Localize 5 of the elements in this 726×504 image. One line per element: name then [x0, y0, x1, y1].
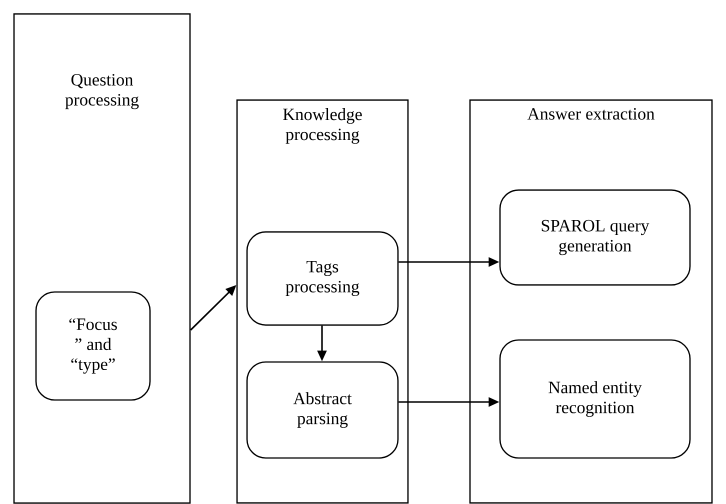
process-box: “Focus ” and “type” [35, 291, 151, 401]
process-box: Tags processing [246, 231, 399, 326]
process-box: Named entity recognition [499, 339, 691, 459]
process-box: SPAROL query generation [499, 189, 691, 286]
process-box: Abstract parsing [246, 361, 399, 459]
